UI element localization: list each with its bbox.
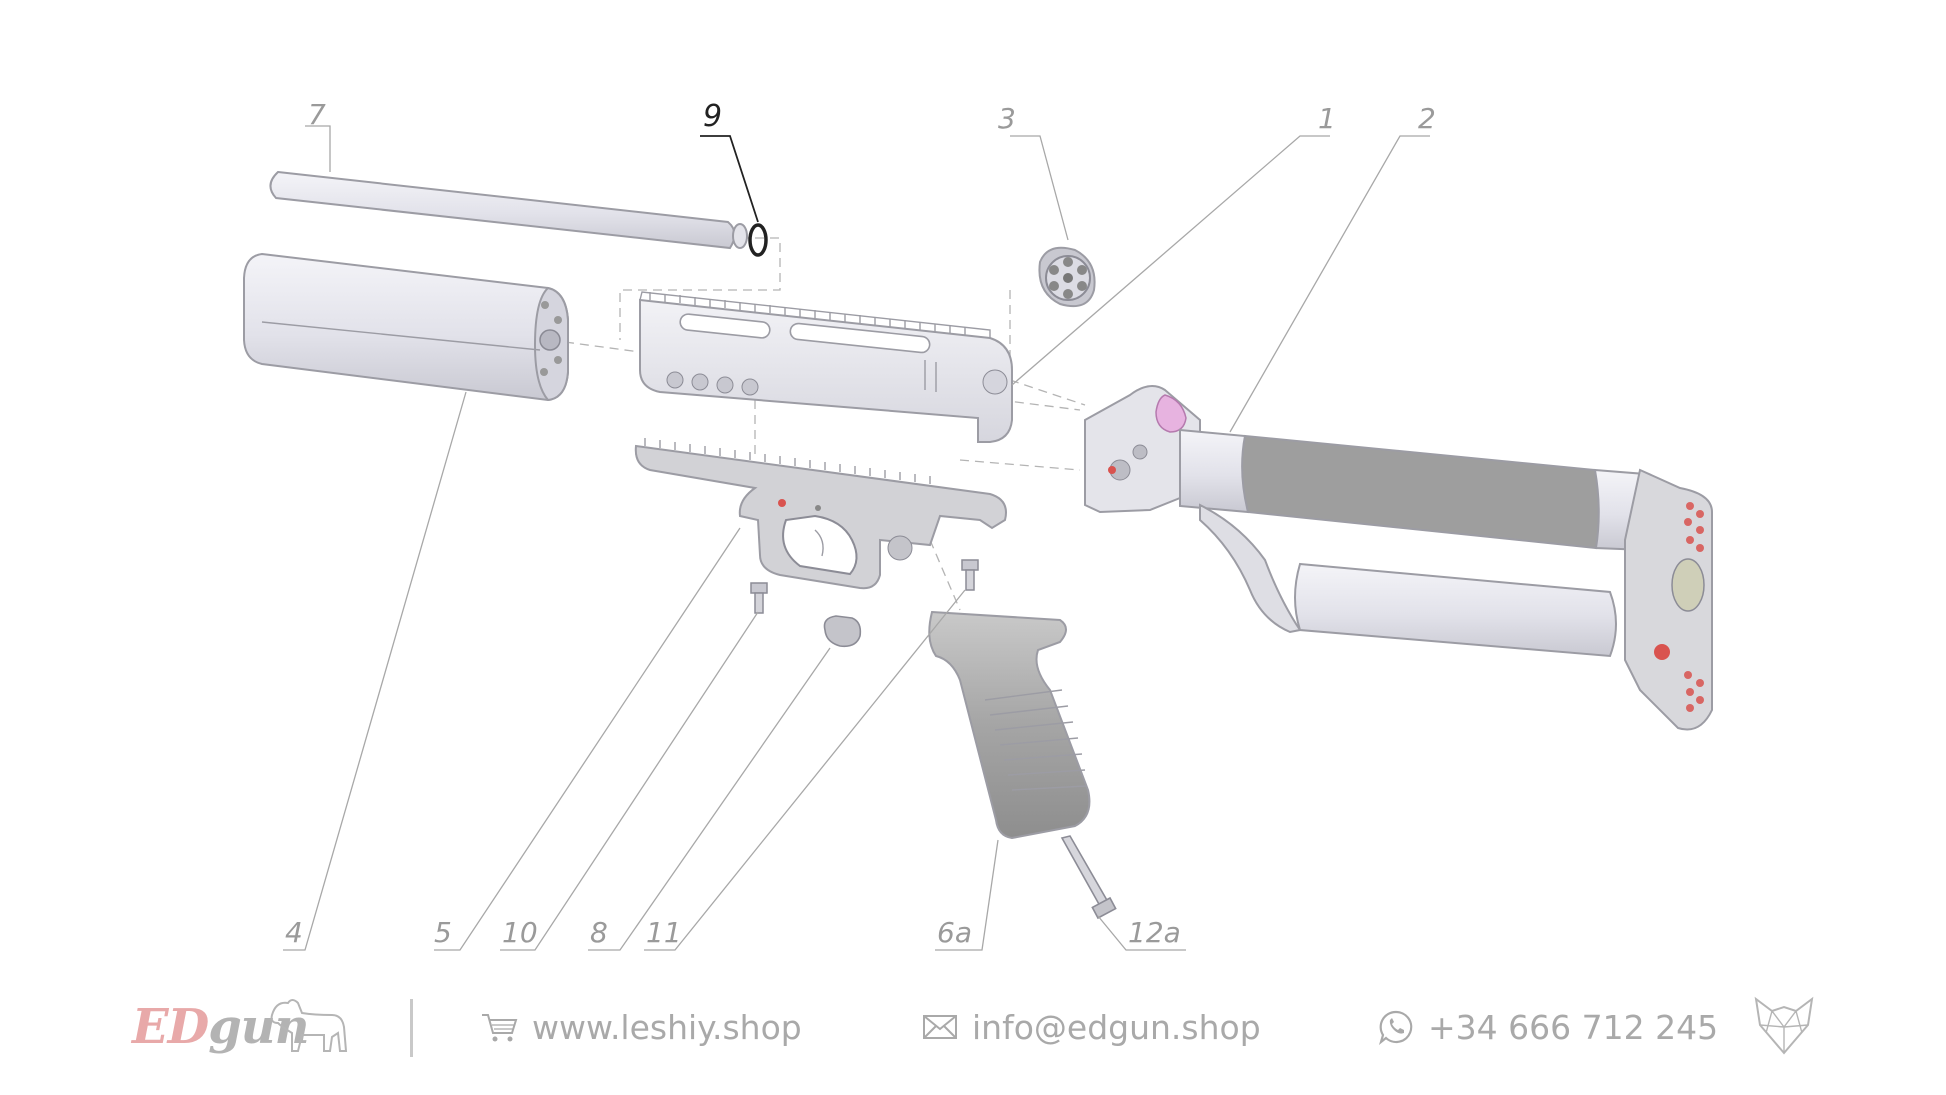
cart-icon xyxy=(480,1011,518,1043)
callout-12a: 12a xyxy=(1128,916,1181,949)
footer-divider xyxy=(410,999,413,1057)
callout-5: 5 xyxy=(434,916,452,949)
part-pistol-grip xyxy=(928,610,1091,840)
part-grip-screw xyxy=(1060,835,1117,920)
part-screw-11 xyxy=(961,559,979,591)
footer-bar: EDgun www.leshiy.shop info@edgun.shop +3… xyxy=(0,985,1946,1085)
callout-4: 4 xyxy=(285,916,303,949)
fox-head-icon xyxy=(1752,995,1816,1062)
part-receiver xyxy=(639,291,1013,443)
callout-labels: 7 9 3 1 2 4 5 10 8 11 6a 12a xyxy=(285,98,1436,949)
receiver-rail-teeth xyxy=(649,292,966,335)
callout-2: 2 xyxy=(1418,102,1436,135)
callout-1: 1 xyxy=(1318,102,1336,135)
whatsapp-icon xyxy=(1378,1009,1414,1045)
callout-9: 9 xyxy=(703,99,722,134)
callout-10: 10 xyxy=(502,916,538,949)
leader-lines xyxy=(283,125,1430,951)
email-text: info@edgun.shop xyxy=(972,1007,1261,1047)
shop-link[interactable]: www.leshiy.shop xyxy=(480,1005,802,1049)
callout-3: 3 xyxy=(998,102,1016,135)
part-lower-frame xyxy=(634,438,1007,590)
phone-link[interactable]: +34 666 712 245 xyxy=(1378,1005,1718,1049)
brand-ed-text: ED xyxy=(132,999,209,1055)
callout-7: 7 xyxy=(308,98,326,131)
brand-logo[interactable]: EDgun xyxy=(132,993,362,1063)
callout-6a: 6a xyxy=(937,916,972,949)
callout-11: 11 xyxy=(646,916,682,949)
envelope-icon xyxy=(922,1013,958,1041)
callout-8: 8 xyxy=(590,916,608,949)
part-shroud xyxy=(243,252,569,402)
part-magazine xyxy=(1038,246,1096,308)
part-stock xyxy=(1084,385,1713,731)
part-barrel xyxy=(269,170,748,250)
part-oring xyxy=(748,223,768,257)
part-plug-8 xyxy=(823,615,862,648)
email-link[interactable]: info@edgun.shop xyxy=(922,1005,1261,1049)
butt-pad-texture xyxy=(1684,502,1704,712)
phone-text: +34 666 712 245 xyxy=(1428,1007,1719,1047)
assembly-guides xyxy=(564,237,1086,611)
part-screw-10 xyxy=(750,582,768,614)
dog-icon xyxy=(270,999,348,1052)
shop-url-text: www.leshiy.shop xyxy=(532,1007,802,1047)
